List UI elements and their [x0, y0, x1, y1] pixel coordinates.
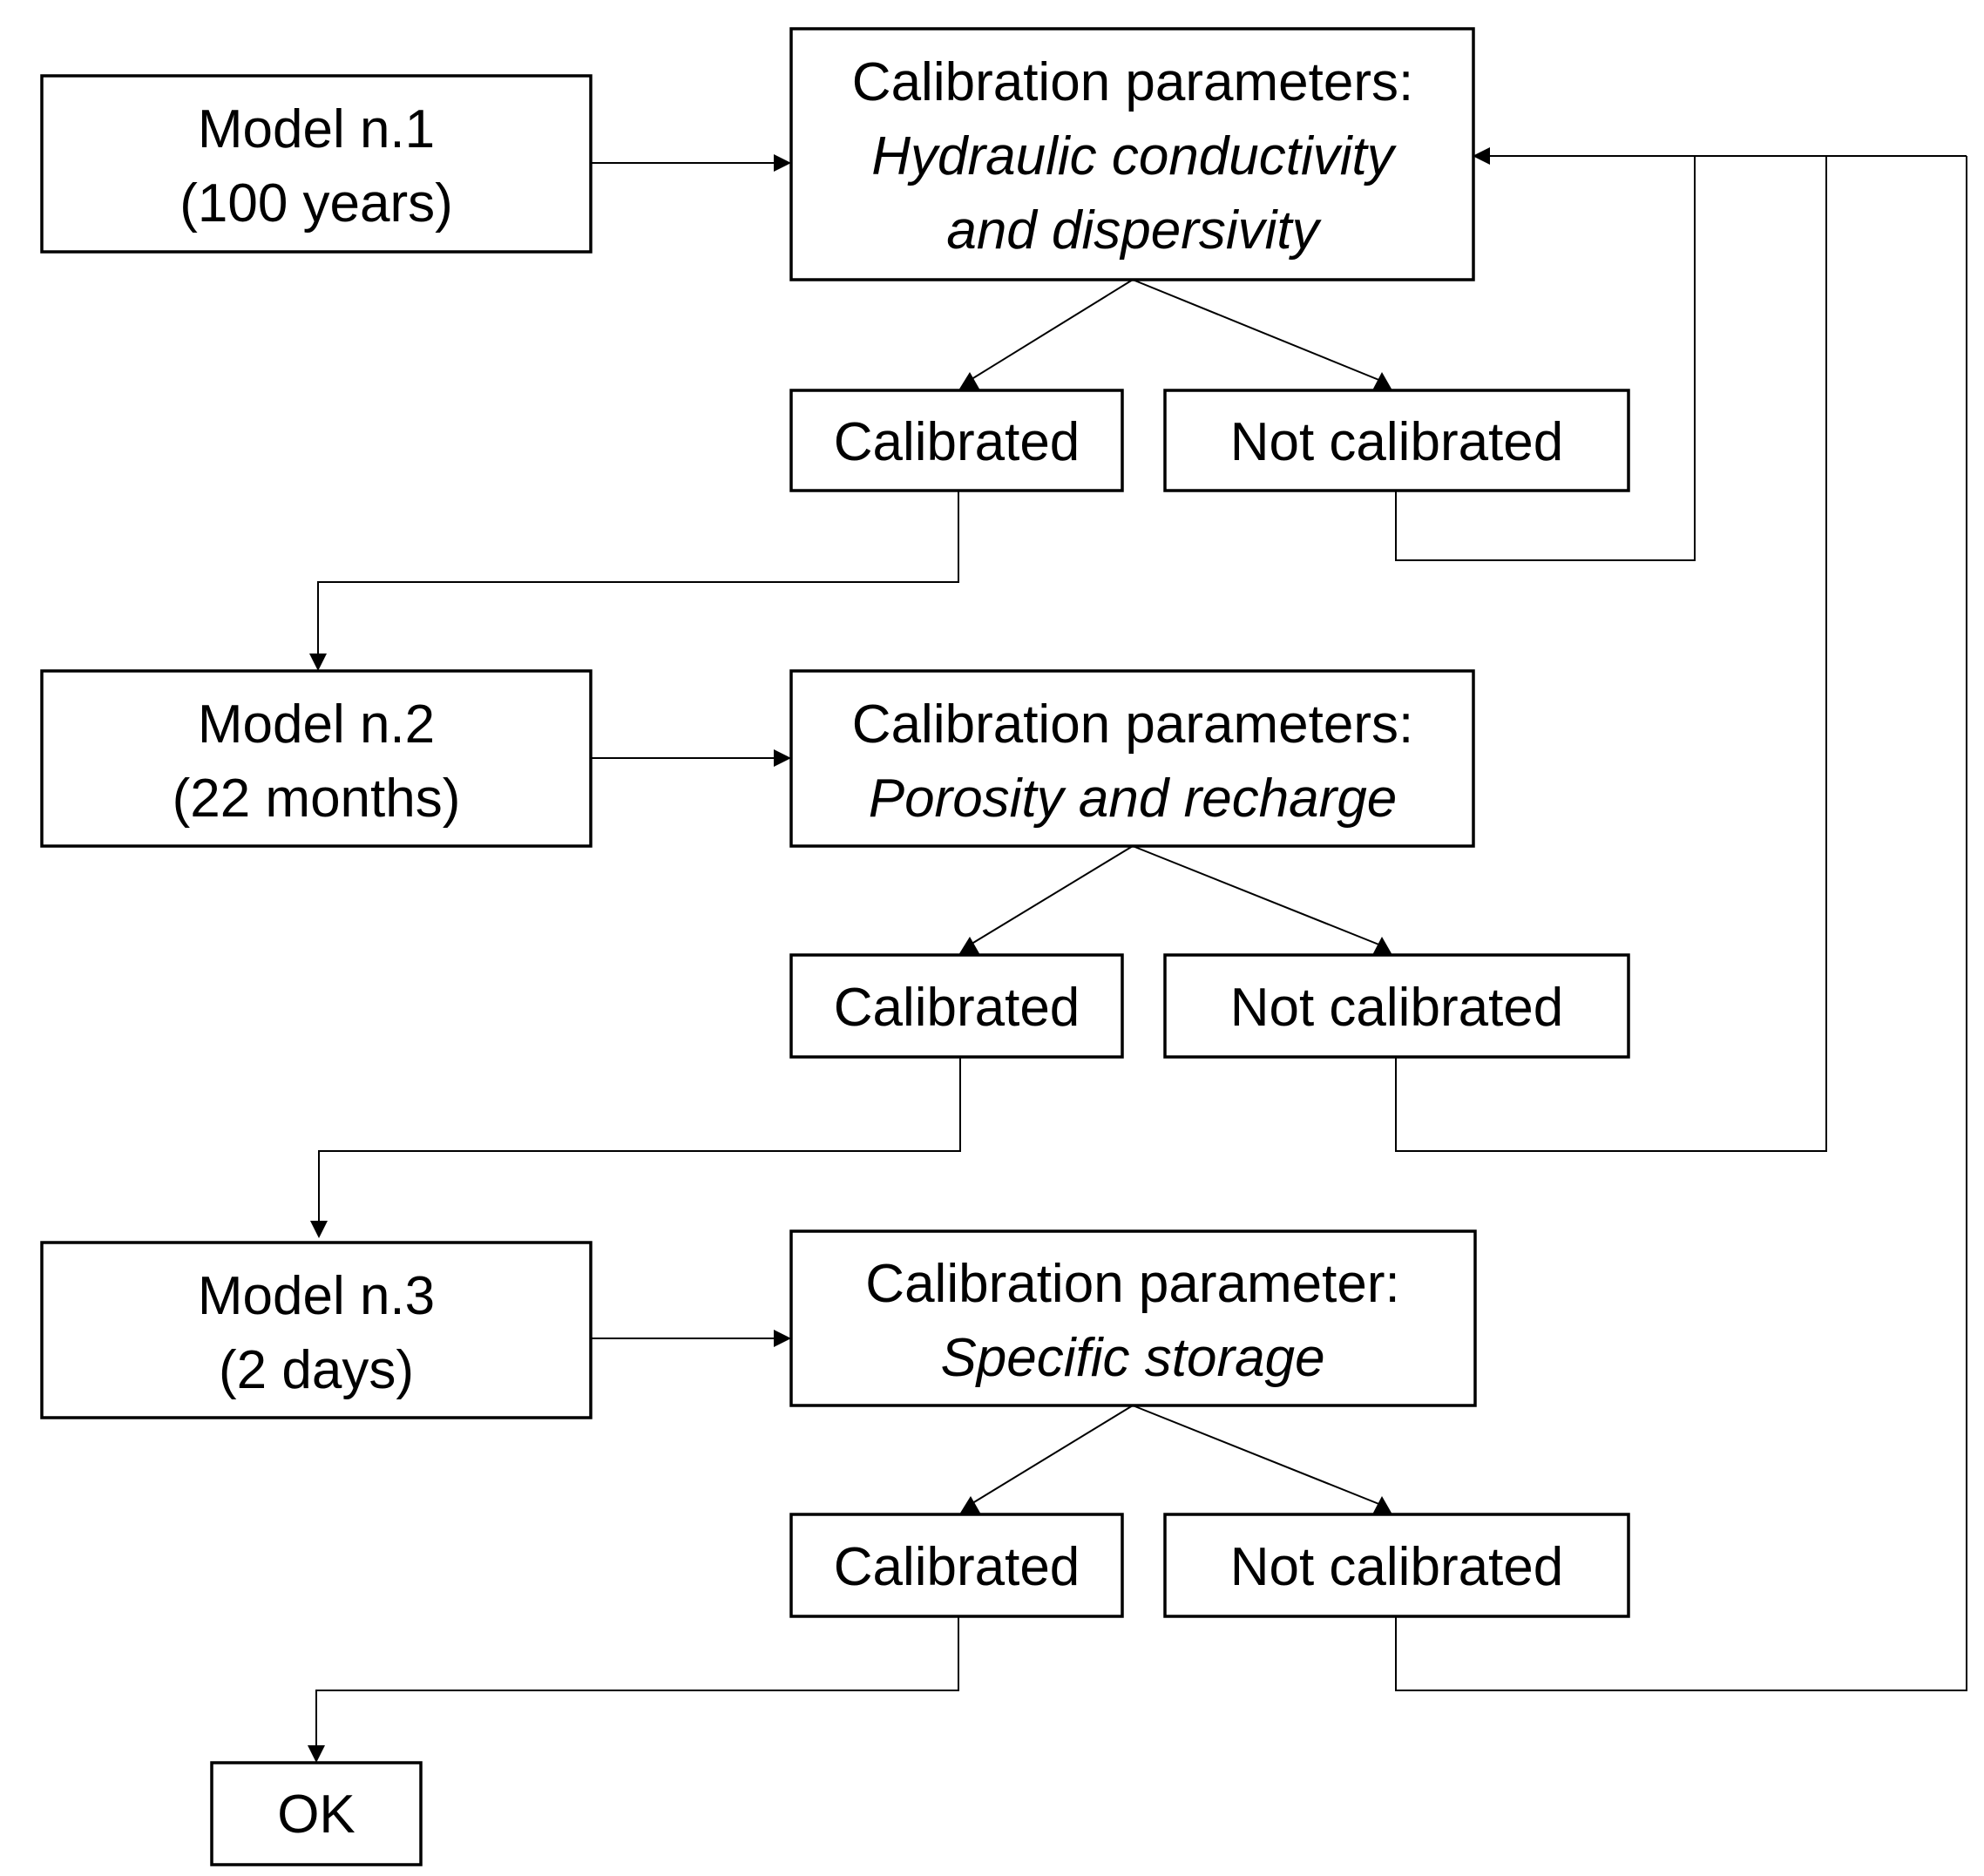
not-calibrated-label: Not calibrated — [1230, 978, 1564, 1038]
arrowhead — [958, 937, 980, 955]
arrowhead — [959, 1496, 981, 1514]
arrowhead — [1473, 147, 1490, 165]
feedback-not-calibrated3 — [1395, 156, 1967, 1691]
ok-box: OK — [210, 1761, 423, 1866]
arrow-calibration1-to-calibrated — [968, 279, 1134, 382]
model-name: Model n.2 — [198, 694, 435, 755]
arrow-calibration1-to-not-calibrated — [1132, 279, 1382, 382]
calibrated-label: Calibrated — [834, 412, 1080, 472]
calibration-box-1: Calibration parameters: Hydraulic conduc… — [789, 27, 1475, 281]
arrowhead — [774, 154, 791, 172]
calibrated-label: Calibrated — [834, 1537, 1080, 1597]
arrowhead — [1372, 1496, 1392, 1514]
arrowhead — [1372, 937, 1392, 955]
model-box-1: Model n.1 (100 years) — [40, 74, 592, 254]
model-duration: (2 days) — [219, 1340, 414, 1400]
arrowhead — [310, 1221, 328, 1238]
ok-label: OK — [277, 1785, 355, 1845]
connectors — [308, 147, 1967, 1763]
calibration-heading: Calibration parameters: — [852, 52, 1413, 112]
feedback-not-calibrated1 — [1395, 156, 1696, 561]
calibrated-label: Calibrated — [834, 978, 1080, 1038]
model-box-3: Model n.3 (2 days) — [40, 1241, 592, 1419]
model-duration: (100 years) — [179, 173, 453, 234]
arrowhead — [774, 1330, 791, 1347]
arrowhead — [309, 654, 327, 671]
arrow-calibrated2-to-model3 — [318, 1057, 961, 1222]
not-calibrated-box-3: Not calibrated — [1163, 1513, 1630, 1618]
model-name: Model n.3 — [198, 1266, 435, 1326]
arrowhead — [774, 749, 791, 767]
not-calibrated-box-1: Not calibrated — [1163, 389, 1630, 492]
calibrated-box-1: Calibrated — [789, 389, 1124, 492]
calibration-box-3: Calibration parameter: Specific storage — [789, 1229, 1477, 1407]
calibration-box-2: Calibration parameters: Porosity and rec… — [789, 669, 1475, 848]
arrowhead — [1372, 372, 1392, 390]
model-duration: (22 months) — [173, 769, 461, 829]
calibration-parameter: Porosity and recharge — [869, 769, 1398, 829]
arrowhead — [958, 372, 980, 390]
calibration-parameter: and dispersivity — [946, 200, 1322, 261]
model-box-2: Model n.2 (22 months) — [40, 669, 592, 848]
arrow-calibration2-to-not-calibrated — [1132, 845, 1382, 946]
calibration-parameter: Hydraulic conductivity — [871, 126, 1398, 186]
arrow-calibration3-to-calibrated — [969, 1405, 1134, 1506]
feedback-not-calibrated2 — [1395, 156, 1827, 1152]
arrow-calibrated3-to-ok — [315, 1616, 959, 1747]
not-calibrated-label: Not calibrated — [1230, 1537, 1564, 1597]
arrow-calibration2-to-calibrated — [968, 845, 1134, 946]
arrowhead — [308, 1745, 325, 1763]
calibrated-box-2: Calibrated — [789, 953, 1124, 1059]
calibration-heading: Calibration parameters: — [852, 694, 1413, 755]
not-calibrated-label: Not calibrated — [1230, 412, 1564, 472]
calibrated-box-3: Calibrated — [789, 1513, 1124, 1618]
model-name: Model n.1 — [198, 99, 435, 159]
calibration-parameter: Specific storage — [940, 1328, 1324, 1388]
not-calibrated-box-2: Not calibrated — [1163, 953, 1630, 1059]
arrow-calibrated1-to-model2 — [317, 491, 959, 655]
arrow-calibration3-to-not-calibrated — [1132, 1405, 1382, 1506]
calibration-heading: Calibration parameter: — [865, 1254, 1399, 1314]
